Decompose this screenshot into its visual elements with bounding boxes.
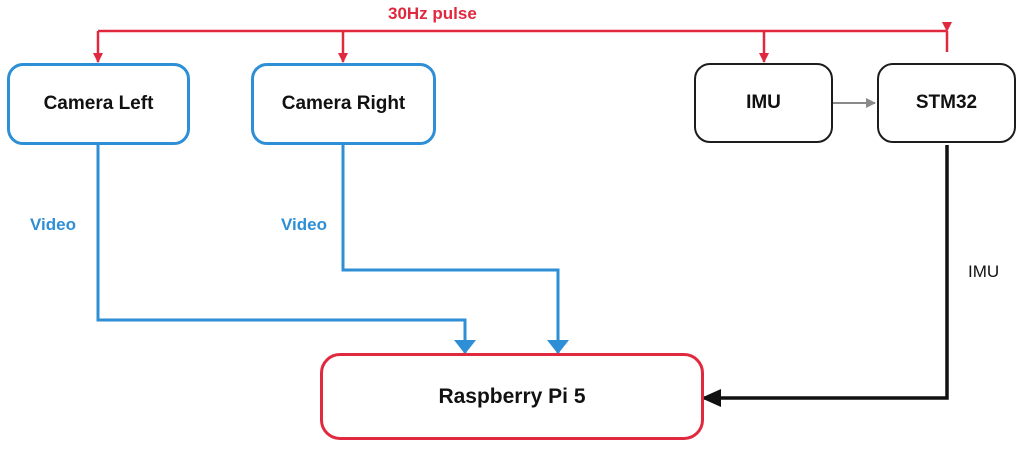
camera-right-label: Camera Right [281, 93, 406, 114]
stm32-label: STM32 [915, 92, 978, 113]
camera-left-node: Camera Left [7, 63, 190, 145]
video-left-arrow [96, 145, 476, 354]
imu-data-label: IMU [968, 262, 1000, 281]
camera-right-node: Camera Right [251, 63, 436, 145]
video-right-arrow [341, 145, 569, 354]
video-right-label: Video [281, 215, 327, 234]
imu-data-arrow [701, 145, 949, 407]
stm32-node: STM32 [877, 63, 1016, 143]
imu-label: IMU [746, 92, 781, 113]
pulse-label: 30Hz pulse [388, 4, 477, 23]
raspberry-pi-node: Raspberry Pi 5 [320, 353, 704, 440]
imu-node: IMU [694, 63, 833, 143]
raspberry-pi-label: Raspberry Pi 5 [438, 384, 586, 408]
video-left-label: Video [30, 215, 76, 234]
camera-left-label: Camera Left [43, 93, 154, 114]
